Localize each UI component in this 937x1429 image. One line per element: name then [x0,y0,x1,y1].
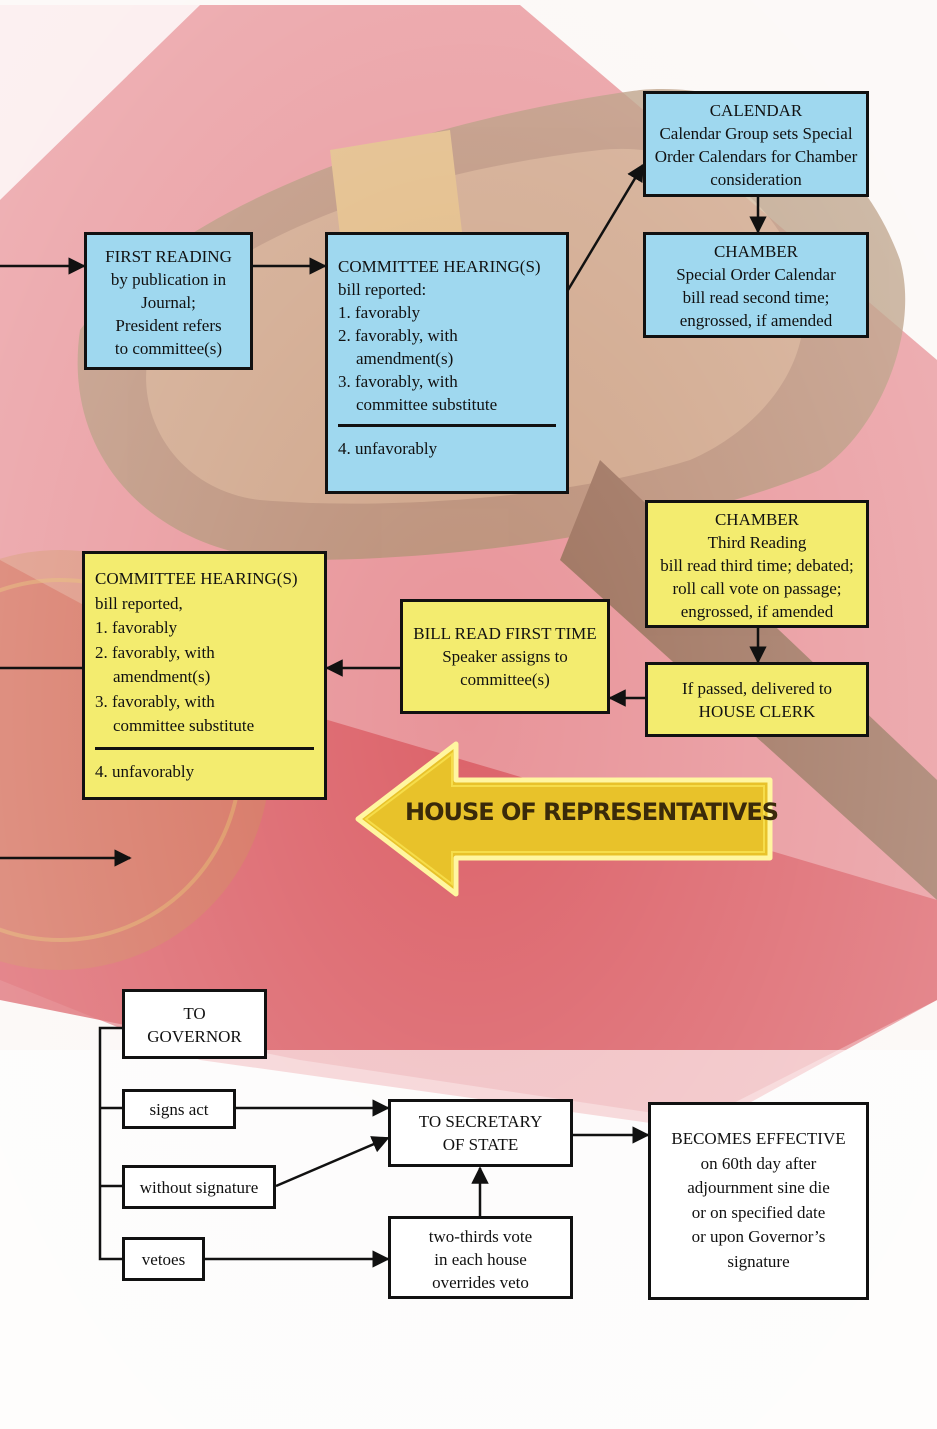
governor-bracket [98,1026,122,1261]
first-reading-title: FIRST READING [105,247,232,266]
calendar-box: CALENDAR Calendar Group sets Special Ord… [643,91,869,197]
arrow-without [275,1136,390,1188]
becomes-effective-box: BECOMES EFFECTIVE on 60th day after adjo… [648,1102,869,1300]
override-veto-box: two-thirds vote in each house overrides … [388,1216,573,1299]
divider [95,746,314,750]
to-governor-box: TO GOVERNOR [122,989,267,1059]
signs-act-box: signs act [122,1089,236,1129]
house-committee-hearing-box: COMMITTEE HEARING(S) bill reported, 1. f… [82,551,327,800]
bill-read-first-time-box: BILL READ FIRST TIME Speaker assigns to … [400,599,610,714]
delivered-to-clerk-box: If passed, delivered to HOUSE CLERK [645,662,869,737]
becomes-effective-title: BECOMES EFFECTIVE [671,1129,846,1148]
senate-chamber-title: CHAMBER [713,242,799,261]
senate-committee-title: COMMITTEE HEARING(S) [338,257,541,276]
first-time-title: BILL READ FIRST TIME [413,624,597,643]
house-committee-title: COMMITTEE HEARING(S) [95,569,298,588]
to-secretary-of-state-box: TO SECRETARY OF STATE [388,1099,573,1167]
senate-chamber-box: CHAMBER Special Order Calendar bill read… [643,232,869,338]
left-arrow-banner-icon [355,741,773,897]
first-reading-box: FIRST READING by publication in Journal;… [84,232,253,370]
house-chamber-box: CHAMBER Third Reading bill read third ti… [645,500,869,628]
senate-committee-hearing-box: COMMITTEE HEARING(S) bill reported: 1. f… [325,232,569,494]
without-signature-box: without signature [122,1165,276,1209]
calendar-title: CALENDAR [709,101,803,120]
arrow-to-calendar [566,163,645,291]
house-chamber-title: CHAMBER [714,510,800,529]
vetoes-box: vetoes [122,1237,205,1281]
house-of-representatives-label: HOUSE OF REPRESENTATIVES [405,798,779,826]
divider [338,424,556,427]
